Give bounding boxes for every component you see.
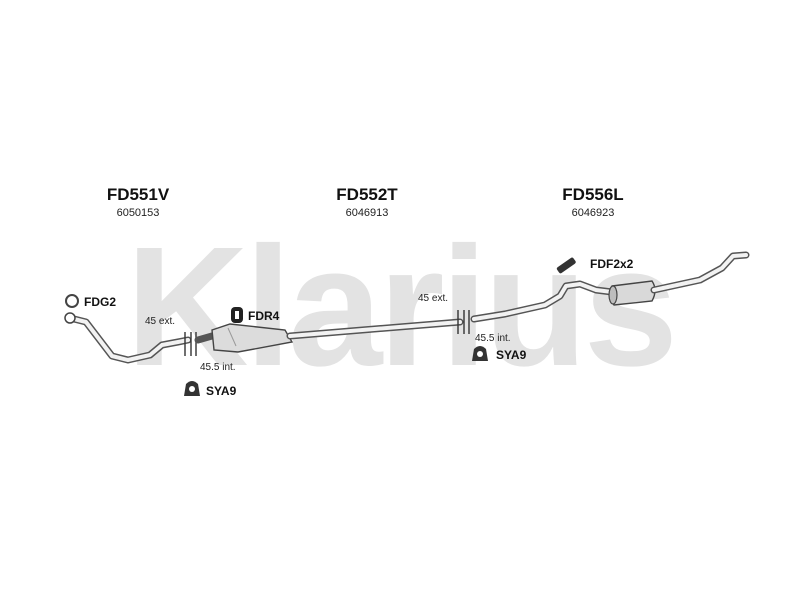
fdg2-ring-icon — [65, 294, 79, 308]
fdr4-mount-icon — [231, 307, 243, 323]
clamp-left — [184, 332, 197, 356]
part-code-fd552t: FD552T — [336, 185, 398, 204]
sya9-clamp-icon-right — [472, 346, 488, 361]
accessory-sya9-right: SYA9 — [496, 348, 527, 362]
dim-left-int: 45.5 int. — [200, 362, 236, 373]
accessory-fdf2x2: FDF2x2 — [590, 257, 634, 271]
accessory-fdg2: FDG2 — [84, 295, 116, 309]
part-number-6050153: 6050153 — [117, 207, 160, 219]
dim-right-ext: 45 ext. — [418, 293, 448, 304]
accessory-fdr4: FDR4 — [248, 309, 280, 323]
centre-silencer — [194, 318, 464, 353]
accessory-sya9-left: SYA9 — [206, 384, 237, 398]
part-number-6046913: 6046913 — [346, 207, 389, 219]
sya9-clamp-icon-left — [184, 381, 200, 396]
rear-silencer — [470, 251, 750, 323]
front-pipe — [64, 312, 192, 364]
part-code-fd556l: FD556L — [562, 185, 623, 204]
clamp-right — [457, 310, 470, 334]
part-number-6046923: 6046923 — [572, 207, 615, 219]
dim-left-ext: 45 ext. — [145, 316, 175, 327]
part-code-fd551v: FD551V — [107, 185, 170, 204]
dim-right-int: 45.5 int. — [475, 333, 511, 344]
watermark-logo: Klarius — [126, 212, 674, 402]
fdf2x2-hanger-icon — [556, 257, 576, 274]
